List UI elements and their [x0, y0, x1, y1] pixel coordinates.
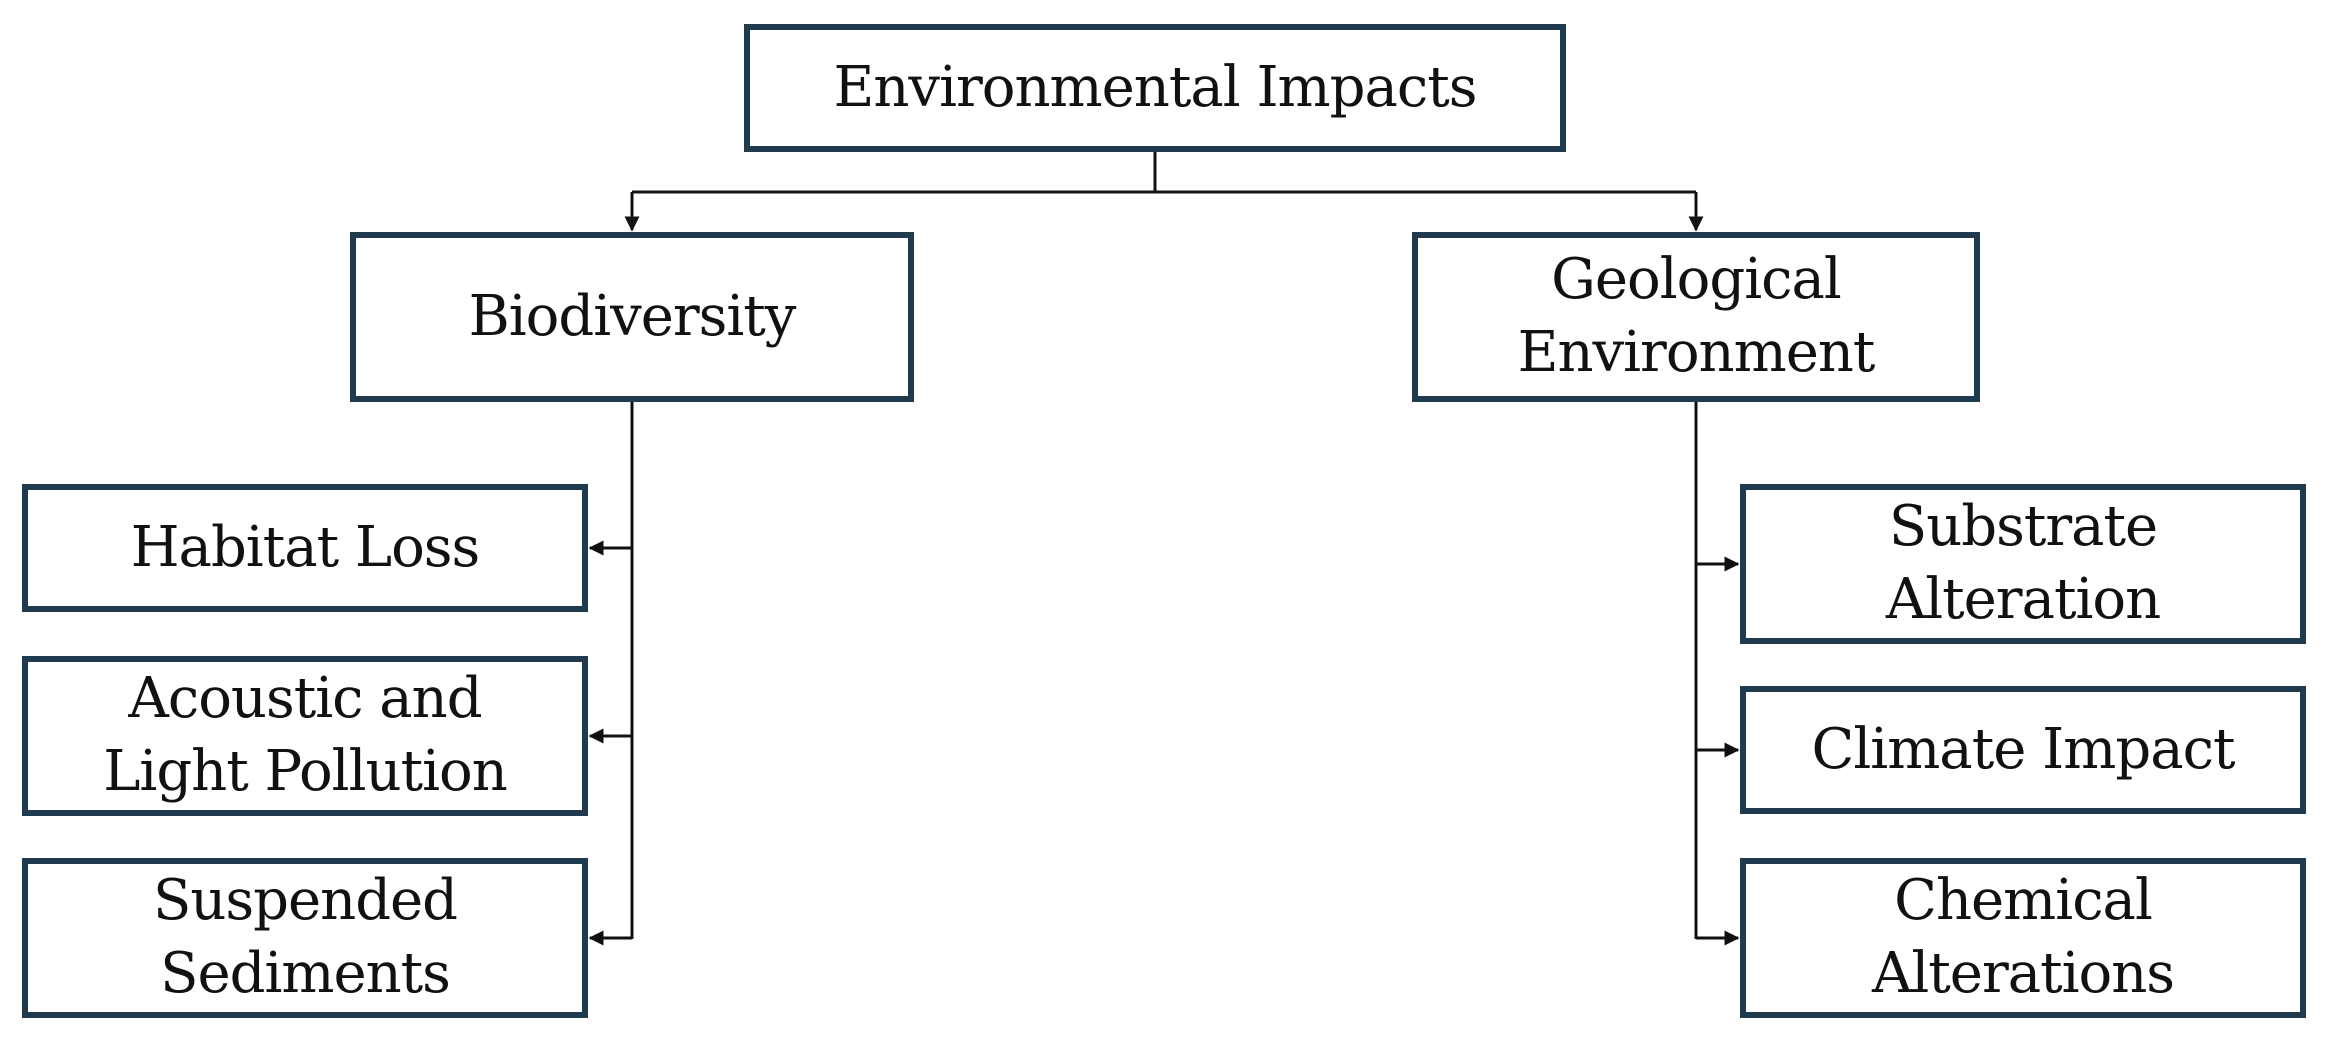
- node-label: Biodiversity: [468, 283, 797, 349]
- node-chemical-alterations: Chemical Alterations: [1740, 858, 2306, 1018]
- node-label: Geological Environment: [1517, 247, 1876, 385]
- node-suspended-sediments: Suspended Sediments: [22, 858, 588, 1018]
- node-habitat-loss: Habitat Loss: [22, 484, 588, 612]
- node-label: Habitat Loss: [130, 514, 481, 580]
- node-label: Substrate Alteration: [1885, 494, 2161, 632]
- node-environmental-impacts: Environmental Impacts: [744, 24, 1566, 152]
- node-geological-environment: Geological Environment: [1412, 232, 1980, 402]
- node-biodiversity: Biodiversity: [350, 232, 914, 402]
- node-label: Suspended Sediments: [152, 868, 458, 1006]
- node-label: Chemical Alterations: [1871, 868, 2175, 1006]
- node-substrate-alteration: Substrate Alteration: [1740, 484, 2306, 644]
- node-climate-impact: Climate Impact: [1740, 686, 2306, 814]
- node-label: Climate Impact: [1811, 716, 2236, 782]
- node-label: Acoustic and Light Pollution: [103, 666, 508, 804]
- node-label: Environmental Impacts: [833, 54, 1477, 120]
- node-acoustic-light-pollution: Acoustic and Light Pollution: [22, 656, 588, 816]
